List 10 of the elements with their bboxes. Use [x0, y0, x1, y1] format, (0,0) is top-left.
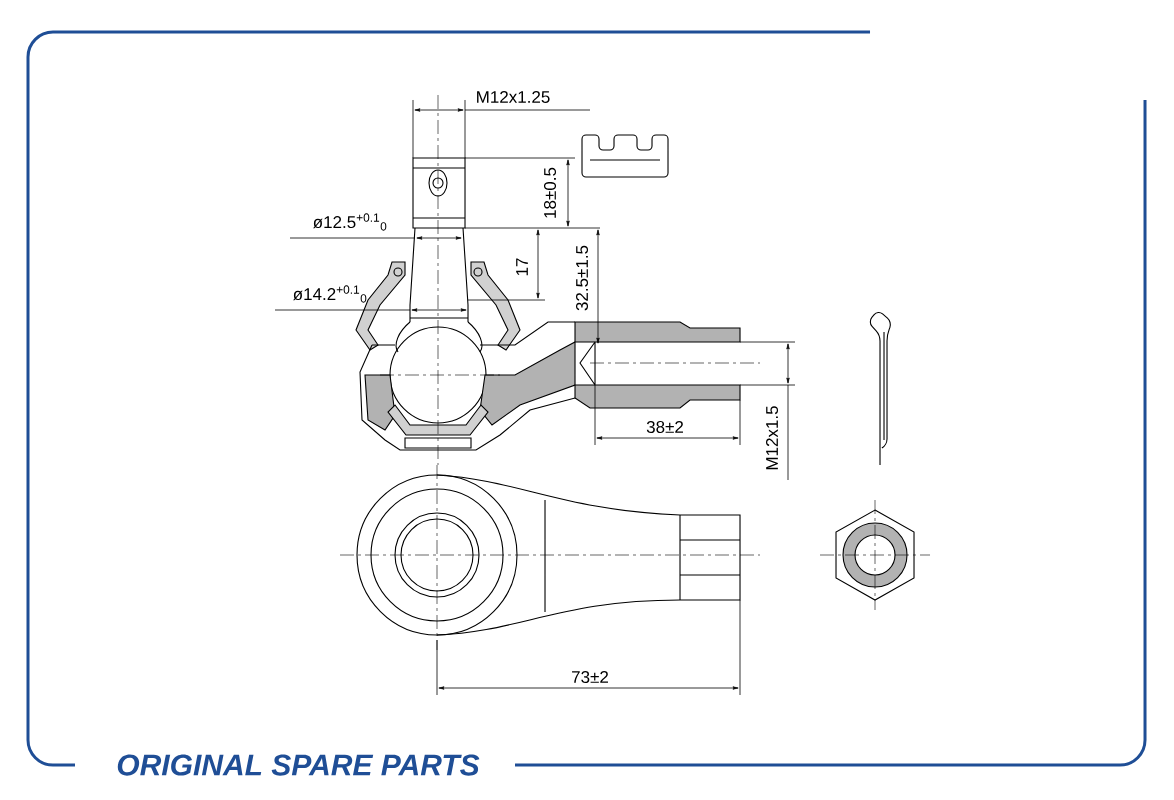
dimension-label: 32.5±1.5 [576, 245, 589, 311]
dimension-label: 38±2 [646, 421, 683, 434]
dimension-label: ø14.2$^{+0.1}$0 [293, 285, 367, 303]
dimension-label: ø12.5$^{+0.1}$0 [313, 213, 387, 231]
dimension-label: 17 [516, 258, 528, 276]
dimension-label: 73±2 [572, 671, 608, 684]
footer-text: ORIGINAL SPARE PARTS [117, 754, 480, 776]
dimension-label: M12x1.25 [477, 91, 550, 103]
dimension-label: M12x1.5 [766, 406, 779, 470]
dimension-label: 18±0.5 [544, 167, 557, 218]
